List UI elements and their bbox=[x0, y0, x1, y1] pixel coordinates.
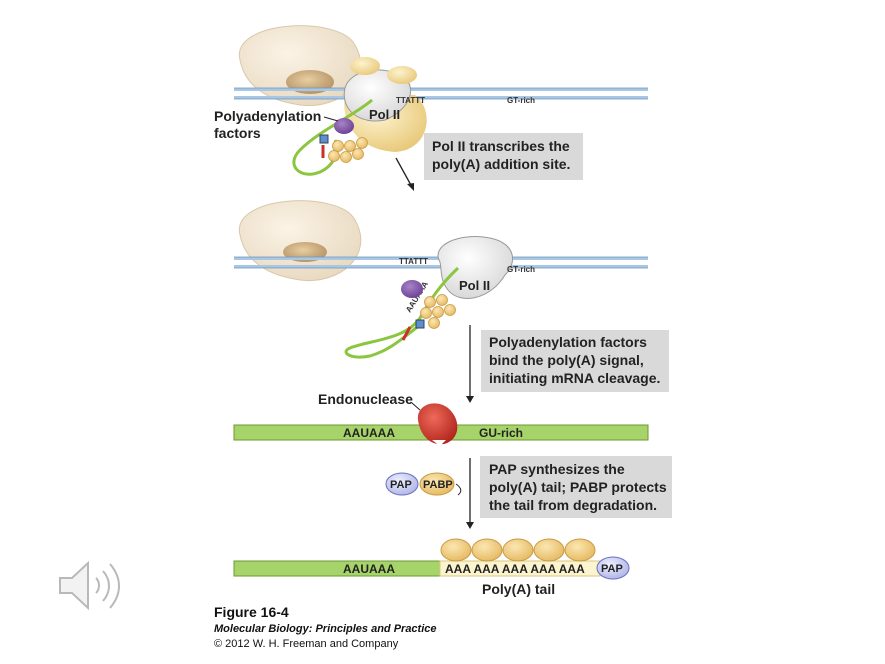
book-title: Molecular Biology: Principles and Practi… bbox=[214, 623, 437, 635]
step2-box bbox=[481, 330, 669, 392]
copyright-text: © 2012 W. H. Freeman and Company bbox=[214, 638, 399, 650]
step1-arrow bbox=[395, 157, 413, 188]
step3-arrowhead bbox=[466, 522, 474, 529]
figure-number: Figure 16-4 bbox=[214, 604, 289, 620]
factor-beads bbox=[328, 137, 368, 163]
pol2-label: Pol II bbox=[369, 107, 400, 122]
panel-2: Pol II TTATTT GT-rich AAUAAA Polyadenyla… bbox=[234, 200, 669, 403]
step1-text-2: poly(A) addition site. bbox=[432, 156, 570, 172]
pap-label: PAP bbox=[601, 563, 623, 575]
rna-signal-marker bbox=[415, 319, 425, 329]
mrna-strand bbox=[233, 560, 441, 577]
rna-red-segment bbox=[401, 326, 412, 341]
poly-a-tail-label: Poly(A) tail bbox=[482, 581, 555, 597]
bracket-line bbox=[455, 483, 462, 496]
polymerase-subunit bbox=[350, 57, 380, 75]
label-leader-line bbox=[323, 116, 339, 122]
panel-1: Pol II TTATTT GT-rich Polyadenylation fa… bbox=[214, 25, 648, 191]
step3-text-1: PAP synthesizes the bbox=[489, 461, 625, 477]
panel-4: AAUAAA AAA AAA AAA AAA AAA PAP Poly(A) t… bbox=[233, 538, 630, 597]
polymerase-subunit bbox=[387, 66, 417, 84]
panel-3: AAUAAA GU-rich Endonuclease PAP synthesi… bbox=[233, 391, 672, 529]
step2-text-3: initiating mRNA cleavage. bbox=[489, 370, 660, 386]
auaaa-label: AAUAAA bbox=[343, 426, 395, 440]
step1-text-1: Pol II transcribes the bbox=[432, 138, 570, 154]
speaker-icon[interactable] bbox=[59, 560, 120, 611]
pabp-protein bbox=[419, 472, 455, 496]
endonuclease-label: Endonuclease bbox=[318, 391, 413, 407]
step2-text-1: Polyadenylation factors bbox=[489, 334, 647, 350]
polyadenylation-factor bbox=[401, 280, 423, 298]
polyadenylation-factors-label-1: Polyadenylation bbox=[214, 108, 321, 124]
step1-box bbox=[424, 133, 583, 180]
step2-arrowhead bbox=[466, 396, 474, 403]
gt-rich-label: GT-rich bbox=[507, 96, 535, 105]
ttattt-label: TTATTT bbox=[396, 96, 425, 105]
pol2-label: Pol II bbox=[459, 278, 490, 293]
rna-signal-marker bbox=[319, 134, 329, 144]
gu-rich-label: GU-rich bbox=[479, 426, 523, 440]
dna-duplex-top bbox=[234, 87, 648, 100]
step3-text-2: poly(A) tail; PABP protects bbox=[489, 479, 667, 495]
pabp-label: PABP bbox=[423, 479, 453, 491]
upstream-protein bbox=[239, 25, 362, 107]
poly-a-sequence: AAA AAA AAA AAA AAA bbox=[445, 562, 585, 576]
pap-protein bbox=[385, 472, 419, 496]
endonuclease-shape bbox=[417, 403, 458, 445]
pabp-beads bbox=[440, 538, 596, 562]
polyadenylation-factor bbox=[334, 118, 354, 134]
step1-arrowhead bbox=[407, 183, 414, 191]
auaaa-label: AAUAAA bbox=[343, 562, 395, 576]
label-leader-line bbox=[411, 402, 421, 411]
ttattt-label: TTATTT bbox=[399, 257, 428, 266]
step3-text-3: the tail from degradation. bbox=[489, 497, 657, 513]
cleavage-notch bbox=[432, 440, 446, 446]
pap-protein bbox=[596, 556, 630, 580]
step2-text-2: bind the poly(A) signal, bbox=[489, 352, 644, 368]
polyadenylation-factors-label-2: factors bbox=[214, 125, 261, 141]
step3-box bbox=[480, 456, 672, 518]
factor-beads bbox=[420, 294, 456, 329]
gt-rich-label: GT-rich bbox=[507, 265, 535, 274]
upstream-protein bbox=[239, 200, 362, 282]
pap-label: PAP bbox=[390, 479, 412, 491]
